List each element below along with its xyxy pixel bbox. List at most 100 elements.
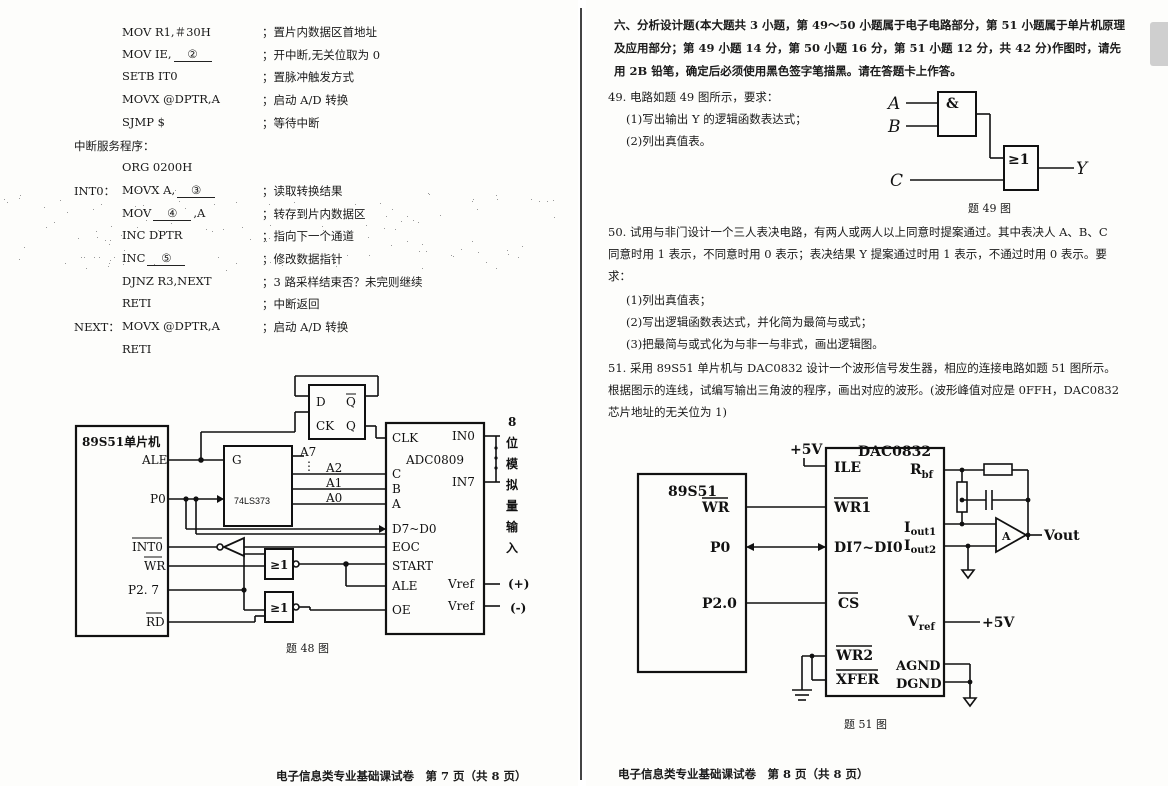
scan-speck bbox=[547, 201, 548, 202]
scan-speck bbox=[282, 214, 283, 215]
scan-speck bbox=[206, 229, 207, 230]
fig51-dac-wr2: WR2 bbox=[835, 648, 873, 664]
code-comment: ；置脉冲触发方式 bbox=[262, 69, 354, 85]
code-label: 中断服务程序： bbox=[74, 138, 155, 154]
scan-speck bbox=[108, 266, 109, 267]
scan-speck bbox=[137, 227, 138, 228]
scan-speck bbox=[507, 250, 508, 251]
scan-speck bbox=[158, 230, 159, 231]
scan-speck bbox=[486, 262, 487, 263]
scan-speck bbox=[135, 206, 136, 207]
fig51-dac-title: DAC0832 bbox=[858, 444, 931, 460]
scan-speck bbox=[539, 201, 540, 202]
fig48-pin-wr: WR bbox=[144, 559, 166, 573]
scan-speck bbox=[109, 244, 110, 245]
scan-speck bbox=[60, 200, 61, 201]
fig48-a0: A0 bbox=[325, 491, 342, 505]
scan-speck bbox=[496, 268, 497, 269]
instruction-text: MOVX A, bbox=[122, 183, 175, 197]
scan-speck bbox=[236, 263, 237, 264]
scan-speck bbox=[250, 239, 251, 240]
scan-speck bbox=[94, 257, 95, 258]
scan-speck bbox=[99, 257, 100, 258]
scan-speck bbox=[226, 270, 227, 271]
code-comment: ；置片内数据区首地址 bbox=[262, 24, 377, 40]
scan-speck bbox=[306, 215, 307, 216]
scan-speck bbox=[114, 257, 115, 258]
scan-speck bbox=[179, 201, 180, 202]
fig48-adc-c: C bbox=[392, 467, 401, 481]
q50-item-1: (1)列出真值表； bbox=[626, 289, 711, 311]
scan-speck bbox=[218, 257, 219, 258]
scan-speck bbox=[391, 245, 392, 246]
fig49-or-symbol: ≥1 bbox=[1008, 152, 1029, 168]
code-label: NEXT： bbox=[74, 319, 120, 335]
fig51-dac-iout2: Iout2 bbox=[904, 538, 936, 556]
scan-speck bbox=[518, 257, 519, 258]
fig48-ff-d: D bbox=[316, 395, 326, 409]
scan-speck bbox=[531, 199, 532, 200]
fig48-ff-qbar: Q bbox=[346, 395, 356, 409]
fig51-dac-wr1: WR1 bbox=[833, 500, 871, 516]
fig51-dac-di: DI7~DI0 bbox=[834, 540, 903, 556]
fig48-latch-g: G bbox=[232, 453, 242, 467]
scan-speck bbox=[223, 229, 224, 230]
scan-speck bbox=[323, 217, 324, 218]
scan-speck bbox=[78, 238, 79, 239]
instruction-text: MOV bbox=[122, 206, 151, 220]
scan-speck bbox=[266, 241, 267, 242]
scan-speck bbox=[44, 207, 45, 208]
fig48-caption: 题 48 图 bbox=[286, 640, 329, 656]
fig48-adc-a: A bbox=[391, 497, 401, 511]
scan-speck bbox=[265, 258, 266, 259]
scroll-tab[interactable] bbox=[1150, 22, 1168, 66]
scan-speck bbox=[461, 249, 462, 250]
q49-stem: 49. 电路如题 49 图所示，要求： bbox=[608, 86, 778, 108]
scan-speck bbox=[124, 250, 125, 251]
scan-speck bbox=[497, 199, 498, 200]
fig48-adc-vref2: Vref bbox=[447, 599, 476, 613]
section-six-heading: 六、分析设计题(本大题共 3 小题，第 49～50 小题属于电子电路部分，第 5… bbox=[614, 14, 1126, 83]
scan-speck bbox=[7, 202, 8, 203]
fig48-adc-vref1: Vref bbox=[447, 577, 476, 591]
fig49-input-c: C bbox=[890, 171, 903, 191]
code-instruction: MOV④,A bbox=[122, 206, 205, 221]
scan-speck bbox=[286, 256, 287, 257]
q50-stem: 50. 试用与非门设计一个三人表决电路，有两人或两人以上同意时提案通过。其中表决… bbox=[608, 221, 1122, 287]
scan-speck bbox=[185, 208, 186, 209]
analog-label-char: 拟 bbox=[506, 477, 518, 492]
scan-speck bbox=[171, 223, 172, 224]
fig48-adc-d: D7~D0 bbox=[392, 522, 437, 536]
scan-speck bbox=[96, 231, 97, 232]
scan-speck bbox=[522, 246, 523, 247]
scan-speck bbox=[395, 229, 396, 230]
scan-speck bbox=[270, 262, 271, 263]
scan-speck bbox=[110, 240, 111, 241]
figure-51-dac-circuit: 89S51 WR P0 P2.0 +5V DAC0832 ILE WR1 DI7… bbox=[586, 434, 1168, 714]
fig48-adc-in7: IN7 bbox=[452, 475, 475, 489]
fig48-adc-eoc: EOC bbox=[392, 540, 420, 554]
fig48-vref-minus: (-) bbox=[510, 601, 526, 615]
scan-speck bbox=[101, 204, 102, 205]
fig48-ff-q: Q bbox=[346, 419, 356, 433]
scan-speck bbox=[554, 217, 555, 218]
analog-label-char: 8 bbox=[508, 415, 516, 429]
code-comment: ；3 路采样结束否？未完则继续 bbox=[262, 274, 422, 290]
fig51-vout: Vout bbox=[1043, 528, 1080, 544]
scan-speck bbox=[105, 240, 106, 241]
fig51-mcu-wr: WR bbox=[701, 500, 730, 516]
scan-speck bbox=[366, 225, 367, 226]
fig48-mcu-title: 89S51单片机 bbox=[82, 434, 160, 449]
code-comment: ；读取转换结果 bbox=[262, 183, 343, 199]
scan-speck bbox=[214, 204, 215, 205]
fig48-adc-in0: IN0 bbox=[452, 429, 475, 443]
fig48-analog-input-label: 8位模拟量输入 bbox=[506, 415, 519, 555]
code-instruction: INC DPTR bbox=[122, 228, 182, 242]
fig48-adc-oe: OE bbox=[392, 603, 411, 617]
scan-speck bbox=[496, 195, 497, 196]
scan-speck bbox=[418, 222, 419, 223]
scan-speck bbox=[20, 195, 21, 196]
scan-speck bbox=[369, 255, 370, 256]
answer-blank: ② bbox=[174, 47, 212, 62]
scan-speck bbox=[422, 268, 423, 269]
